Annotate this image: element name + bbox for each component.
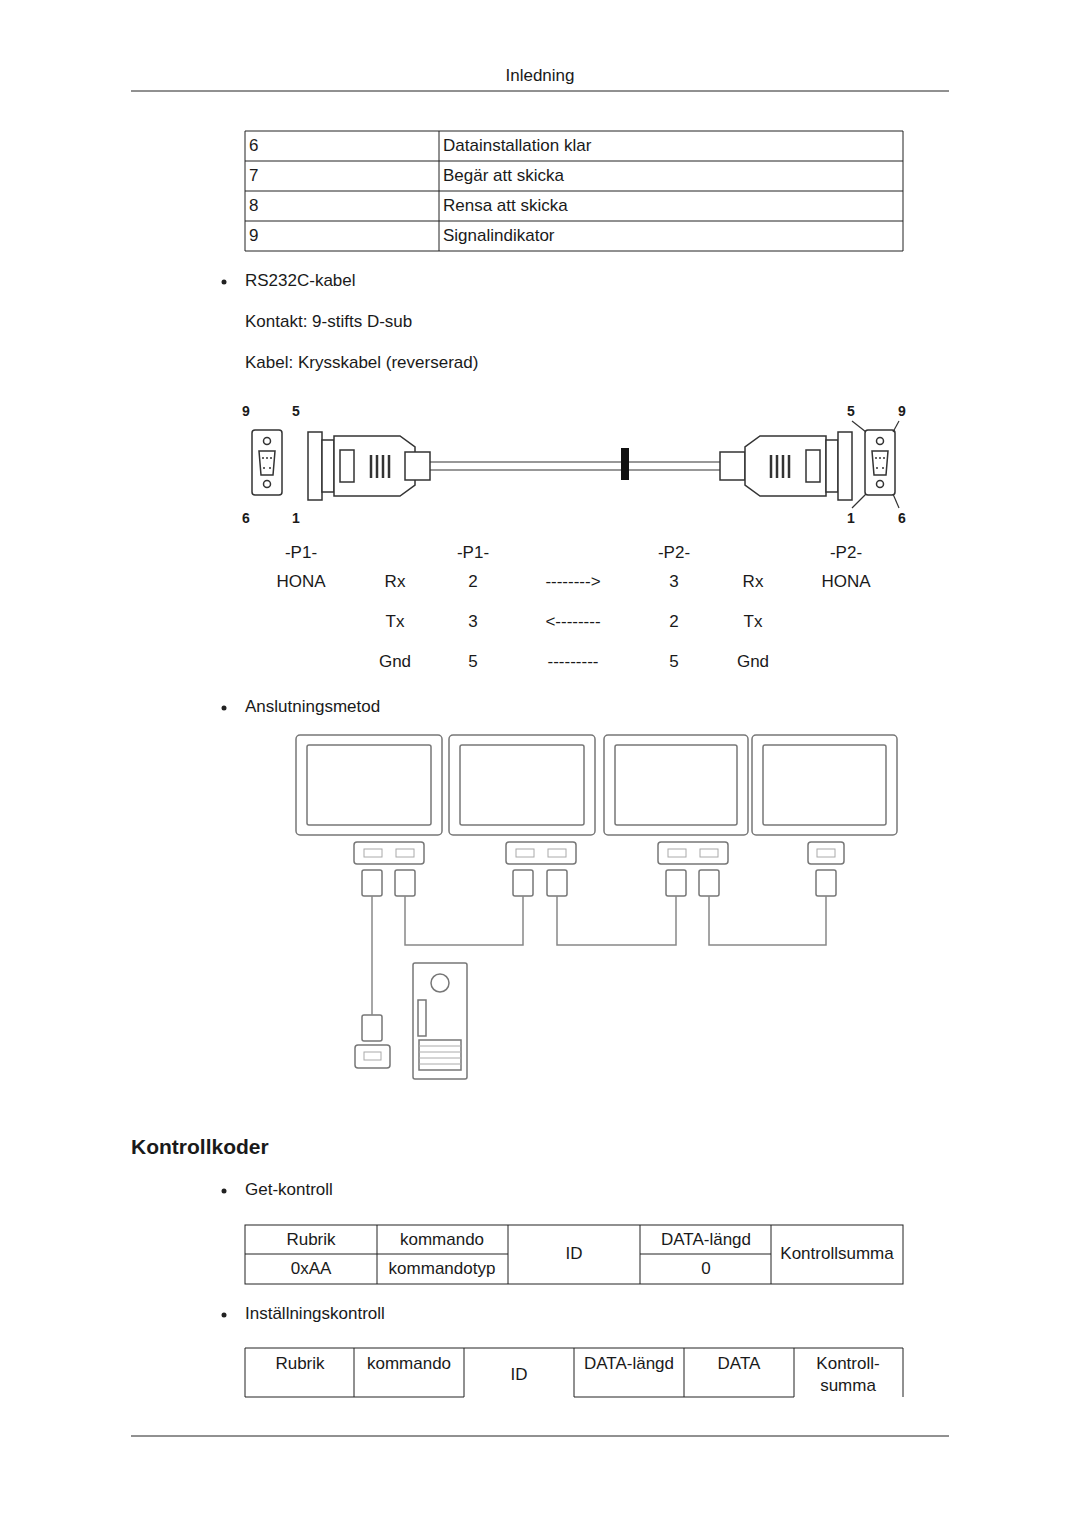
spec-text: Kontakt: 9-stifts D-sub <box>245 312 412 332</box>
pin-number: 3 <box>468 612 477 632</box>
port-name: -P1- <box>285 543 317 563</box>
pin-number: 9 <box>898 401 906 421</box>
pin-number: 5 <box>468 652 477 672</box>
table-cell: 6 <box>249 136 258 156</box>
table-cell: kommandotyp <box>389 1259 496 1279</box>
table-cell: ID <box>566 1244 583 1264</box>
signal-name: Gnd <box>737 652 769 672</box>
signal-name: Tx <box>386 612 405 632</box>
table-cell: Kontroll- summa <box>803 1353 893 1397</box>
table-cell: Rubrik <box>275 1354 324 1374</box>
pin-number: 6 <box>242 508 250 528</box>
connector-gender: HONA <box>276 572 325 592</box>
table-cell: 7 <box>249 166 258 186</box>
table-cell: Begär att skicka <box>443 166 564 186</box>
pin-number: 5 <box>847 401 855 421</box>
signal-line: --------- <box>548 652 599 672</box>
table-cell: 9 <box>249 226 258 246</box>
pin-number: 2 <box>468 572 477 592</box>
table-cell: kommando <box>367 1354 451 1374</box>
table-cell: 8 <box>249 196 258 216</box>
table-cell: Rubrik <box>286 1230 335 1250</box>
table-cell: Kontrollsumma <box>780 1244 893 1264</box>
table-cell: DATA-längd <box>584 1354 674 1374</box>
connector-gender: HONA <box>821 572 870 592</box>
port-name: -P2- <box>658 543 690 563</box>
section-heading: Kontrollkoder <box>131 1137 269 1157</box>
signal-arrow: <-------- <box>545 612 600 632</box>
port-name: -P2- <box>830 543 862 563</box>
table-cell: 0 <box>701 1259 710 1279</box>
table-cell: kommando <box>400 1230 484 1250</box>
bullet-text: Get-kontroll <box>245 1180 333 1200</box>
table-cell: 0xAA <box>291 1259 332 1279</box>
signal-name: Gnd <box>379 652 411 672</box>
pin-number: 1 <box>292 508 300 528</box>
signal-name: Rx <box>385 572 406 592</box>
table-cell: DATA <box>718 1354 761 1374</box>
spec-text: Kabel: Krysskabel (reverserad) <box>245 353 478 373</box>
bullet-text: Inställningskontroll <box>245 1304 385 1324</box>
pin-number: 9 <box>242 401 250 421</box>
pin-number: 1 <box>847 508 855 528</box>
table-cell: DATA-längd <box>661 1230 751 1250</box>
pin-number: 2 <box>669 612 678 632</box>
pin-number: 6 <box>898 508 906 528</box>
running-header: Inledning <box>505 66 574 86</box>
bullet-text: Anslutningsmetod <box>245 697 380 717</box>
pin-number: 5 <box>669 652 678 672</box>
pin-number: 3 <box>669 572 678 592</box>
table-cell: Datainstallation klar <box>443 136 591 156</box>
port-name: -P1- <box>457 543 489 563</box>
signal-name: Rx <box>743 572 764 592</box>
signal-name: Tx <box>744 612 763 632</box>
table-cell: Signalindikator <box>443 226 555 246</box>
table-cell: ID <box>511 1365 528 1385</box>
table-cell: Rensa att skicka <box>443 196 568 216</box>
pin-number: 5 <box>292 401 300 421</box>
signal-arrow: --------> <box>545 572 600 592</box>
bullet-text: RS232C-kabel <box>245 271 356 291</box>
